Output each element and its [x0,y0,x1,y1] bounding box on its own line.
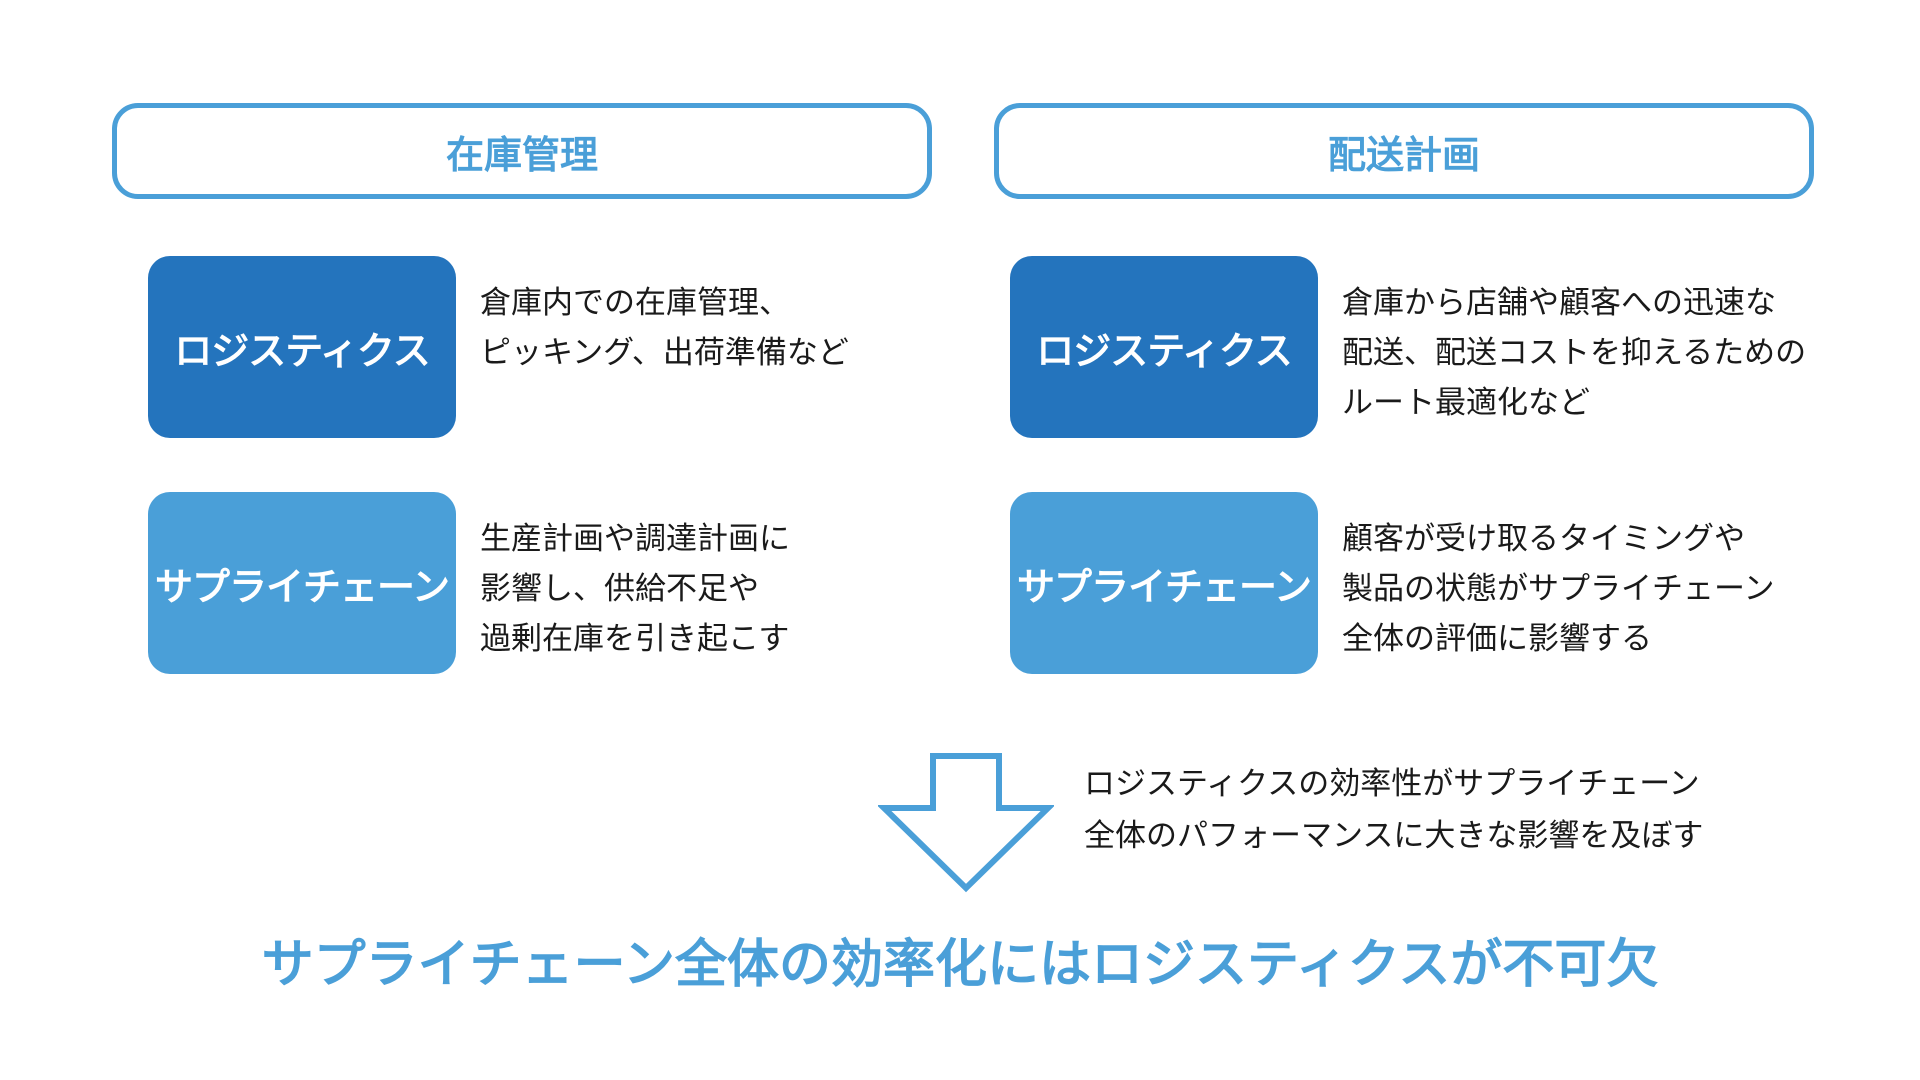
down-arrow-outline-icon [878,753,1054,893]
tag-supply-chain-right: サプライチェーン [1010,492,1318,674]
tag-logistics-right-label: ロジスティクス [1036,328,1293,373]
tag-supply-chain-left-label: サプライチェーン [154,564,450,609]
desc-line: 倉庫から店舗や顧客への迅速な [1342,285,1776,321]
desc-line: 影響し、供給不足や [480,571,759,607]
header-inventory-management-label: 在庫管理 [445,132,598,177]
desc-line: ルート最適化など [1342,385,1590,421]
tag-logistics-left-label: ロジスティクス [174,328,431,373]
desc-line: 過剰在庫を引き起こす [480,621,790,657]
desc-line: 配送、配送コストを抑えるための [1342,335,1807,371]
tag-logistics-left: ロジスティクス [148,256,456,438]
impact-note: ロジスティクスの効率性がサプライチェーン 全体のパフォーマンスに大きな影響を及ぼ… [1084,758,1703,862]
conclusion-title: サプライチェーン全体の効率化にはロジスティクスが不可欠 [261,935,1659,995]
note-line: 全体のパフォーマンスに大きな影響を及ぼす [1084,818,1704,854]
header-inventory-management: 在庫管理 [112,103,932,199]
desc-inventory-supply-chain: 生産計画や調達計画に 影響し、供給不足や 過剰在庫を引き起こす [480,514,900,664]
desc-inventory-logistics: 倉庫内での在庫管理、 ピッキング、出荷準備など [480,278,900,378]
header-delivery-planning-label: 配送計画 [1327,132,1480,177]
desc-line: 製品の状態がサプライチェーン [1342,571,1775,607]
desc-line: 顧客が受け取るタイミングや [1342,521,1745,557]
desc-line: 全体の評価に影響する [1342,621,1652,657]
desc-delivery-supply-chain: 顧客が受け取るタイミングや 製品の状態がサプライチェーン 全体の評価に影響する [1342,514,1842,664]
desc-line: 倉庫内での在庫管理、 [480,285,790,321]
tag-logistics-right: ロジスティクス [1010,256,1318,438]
tag-supply-chain-left: サプライチェーン [148,492,456,674]
desc-line: 生産計画や調達計画に [480,521,790,557]
tag-supply-chain-right-label: サプライチェーン [1016,564,1312,609]
header-delivery-planning: 配送計画 [994,103,1814,199]
desc-delivery-logistics: 倉庫から店舗や顧客への迅速な 配送、配送コストを抑えるための ルート最適化など [1342,278,1842,428]
desc-line: ピッキング、出荷準備など [480,335,849,371]
note-line: ロジスティクスの効率性がサプライチェーン [1084,766,1700,802]
